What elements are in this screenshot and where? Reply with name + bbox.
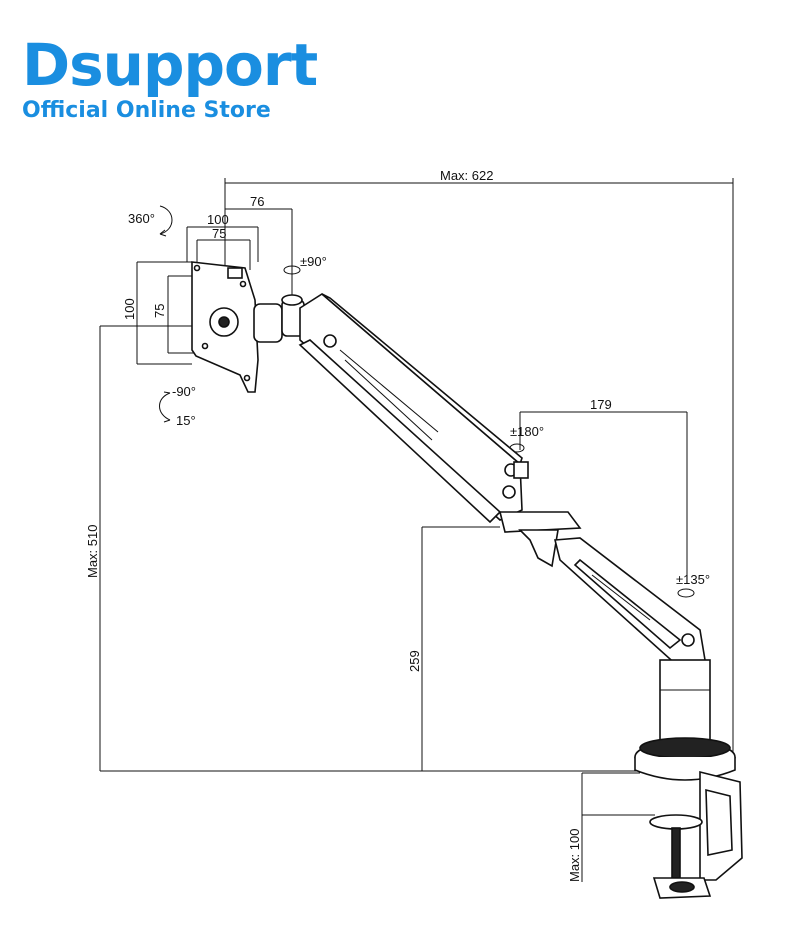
vesa-outer-vertical-label: 100 (122, 298, 137, 320)
tilt-range-indicator: -90° 15° (159, 384, 196, 428)
vesa-plate (191, 261, 259, 393)
tilt-90-label: ±90° (300, 254, 327, 269)
tilt-up-label: 15° (176, 413, 196, 428)
rotation-135-label: ±135° (676, 572, 710, 587)
rotation-360-indicator: 360° (128, 205, 173, 237)
tilt-down-label: -90° (172, 384, 196, 399)
brand-subtitle: Official Online Store (22, 98, 271, 123)
tilt-head (253, 294, 305, 343)
clamp-max-label: Max: 100 (567, 829, 582, 882)
elbow-joint (498, 511, 582, 568)
max-height-label: Max: 510 (85, 525, 100, 578)
lower-offset-label: 179 (590, 397, 612, 412)
brand-title: Dsupport (22, 31, 318, 99)
clamp-dimension: Max: 100 (567, 772, 655, 882)
pole (659, 659, 711, 741)
rotation-180-indicator: ±180° (509, 424, 544, 453)
base-disc (634, 737, 736, 781)
tilt-90-indicator: ±90° (283, 254, 327, 275)
max-height-dimension: Max: 510 (85, 325, 640, 772)
desk-clamp (649, 770, 743, 899)
upper-arm (298, 293, 529, 524)
head-offset-dimension: 76 (225, 194, 293, 300)
vesa-outer-horizontal-label: 100 (207, 212, 229, 227)
max-width-dimension: Max: 622 (224, 168, 734, 760)
rotation-360-label: 360° (128, 211, 155, 226)
rotation-135-indicator: ±135° (676, 572, 710, 598)
base-height-dimension: 259 (407, 526, 500, 771)
lower-offset-dimension: 179 (519, 397, 688, 580)
vesa-inner-horizontal-label: 75 (212, 226, 226, 241)
max-width-label: Max: 622 (440, 168, 493, 183)
brand-logo: Dsupport Official Online Store (22, 31, 318, 124)
vesa-inner-vertical-label: 75 (152, 304, 167, 318)
base-height-label: 259 (407, 650, 422, 672)
head-offset-label: 76 (250, 194, 264, 209)
lower-arm (553, 537, 706, 669)
rotation-180-label: ±180° (510, 424, 544, 439)
